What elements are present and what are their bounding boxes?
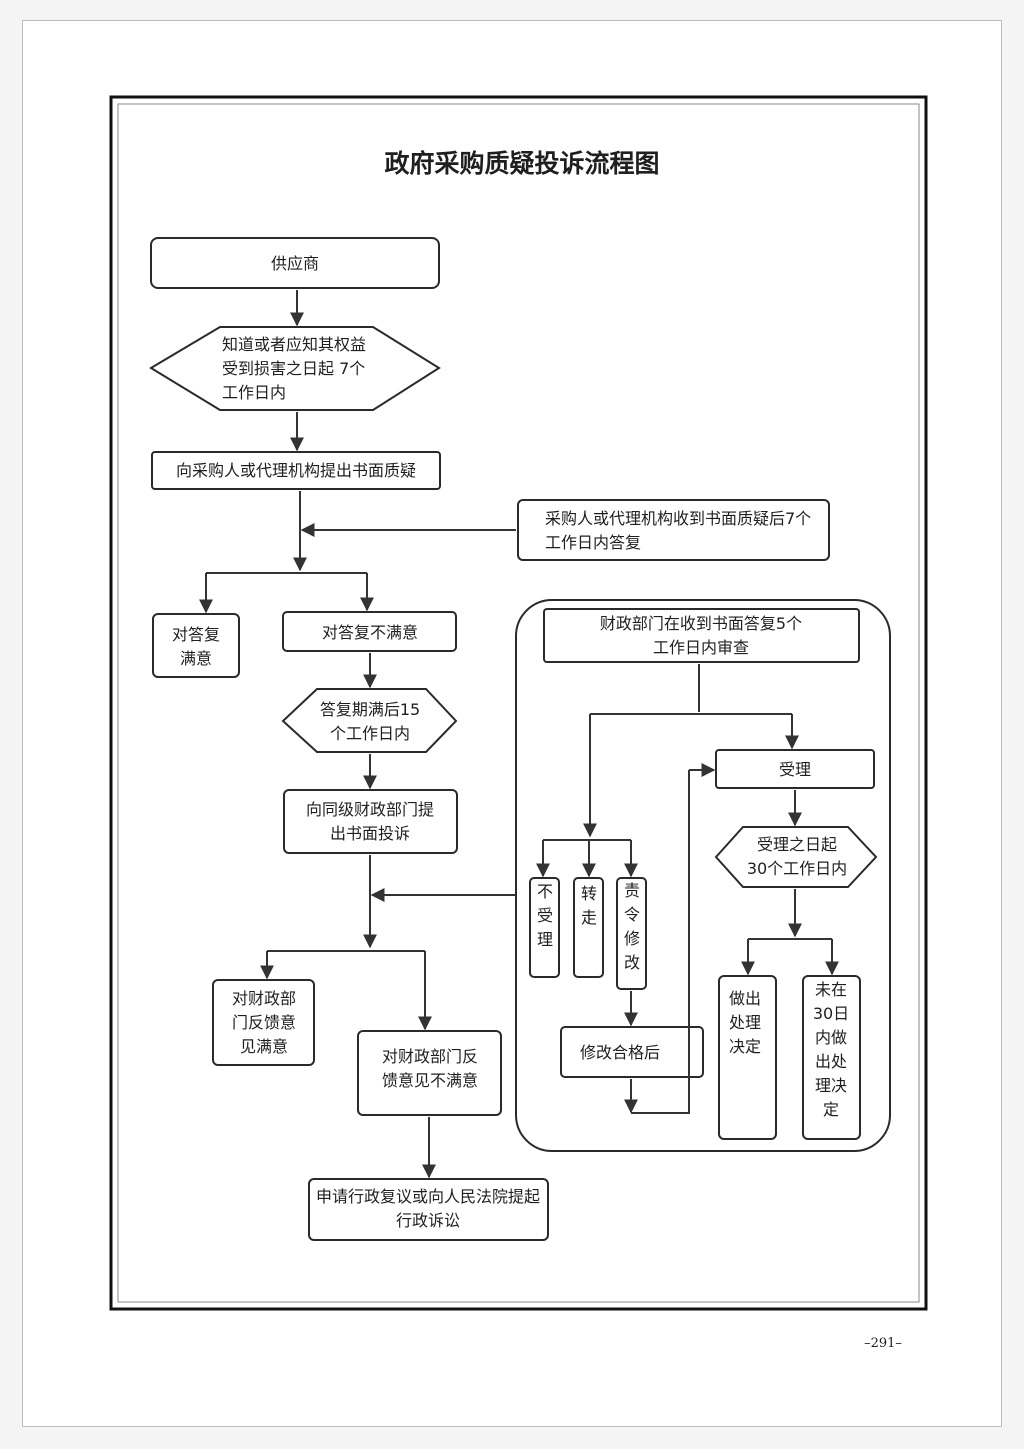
diagram-title: 政府采购质疑投诉流程图 <box>384 149 659 178</box>
node-label-line: 工作日内审查 <box>653 638 749 657</box>
node-label-line: 受理之日起 <box>757 835 837 854</box>
node-transfer: 转走 <box>573 877 604 978</box>
node-unsatisfied: 对答复不满意 <box>282 611 457 652</box>
node-label-line: 馈意见不满意 <box>382 1071 478 1090</box>
outer-frame <box>109 95 928 1311</box>
node-label-line: 受到损害之日起 7个 <box>222 359 365 378</box>
node-deadline-15-days: 答复期满后15 个工作日内 <box>281 688 458 753</box>
node-label-line: 个工作日内 <box>330 724 410 743</box>
node-label-line: 知道或者应知其权益 <box>222 335 366 354</box>
node-label-line: 改 <box>624 953 640 972</box>
inner-frame <box>117 103 920 1303</box>
node-label-line: 行政诉讼 <box>396 1211 460 1230</box>
node-label-line: 采购人或代理机构收到书面质疑后7个 <box>545 509 811 528</box>
node-label-line: 转 <box>581 884 597 903</box>
node-label-line: 供应商 <box>271 254 319 273</box>
node-label-line: 定 <box>823 1100 839 1119</box>
node-label-line: 内做 <box>815 1028 847 1047</box>
node-label-line: 申请行政复议或向人民法院提起 <box>316 1187 540 1206</box>
node-label-line: 修 <box>624 929 640 948</box>
node-label-line: 做出 <box>729 989 761 1008</box>
node-label-line: 理 <box>537 930 553 949</box>
node-accept: 受理 <box>715 749 875 789</box>
node-label-line: 令 <box>624 905 640 924</box>
node-supplier: 供应商 <box>150 237 440 289</box>
node-label-line: 答复期满后15 <box>320 700 420 719</box>
node-label-line: 对答复不满意 <box>322 623 418 642</box>
node-label-line: 见满意 <box>240 1037 288 1056</box>
node-label-line: 工作日内答复 <box>545 533 641 552</box>
node-reject: 不受理 <box>529 877 560 978</box>
node-label-line: 修改合格后 <box>580 1043 660 1062</box>
node-label-line: 30个工作日内 <box>747 859 847 878</box>
node-label-line: 满意 <box>180 649 212 668</box>
node-label-line: 责 <box>624 881 640 900</box>
node-label-line: 理决 <box>815 1076 847 1095</box>
node-label-line: 对财政部 <box>232 989 296 1008</box>
connectors <box>199 290 839 1179</box>
node-label-line: 门反馈意 <box>232 1013 296 1032</box>
node-label-line: 财政部门在收到书面答复5个 <box>600 614 802 633</box>
node-submit-query: 向采购人或代理机构提出书面质疑 <box>151 451 441 490</box>
node-label-line: 决定 <box>729 1037 761 1056</box>
node-deadline-30-days: 受理之日起 30个工作日内 <box>714 826 878 888</box>
node-label-line: 走 <box>581 908 597 927</box>
node-label-line: 未在 <box>815 980 847 999</box>
node-label-line: 处理 <box>729 1013 761 1032</box>
node-label-line: 对答复 <box>172 625 220 644</box>
node-label-line: 对财政部门反 <box>382 1047 478 1066</box>
node-label-line: 工作日内 <box>222 383 286 402</box>
node-label-line: 不 <box>537 882 553 901</box>
node-label-line: 受 <box>537 906 553 925</box>
node-label-line: 向同级财政部门提 <box>306 800 434 819</box>
node-label-line: 30日 <box>813 1004 849 1023</box>
node-label-line: 向采购人或代理机构提出书面质疑 <box>176 461 416 480</box>
node-label-line: 受理 <box>779 760 811 779</box>
page-number: –291– <box>864 1336 902 1351</box>
node-fixed: 修改合格后 <box>560 1026 704 1078</box>
node-label-line: 出书面投诉 <box>330 824 410 843</box>
node-label-line: 出处 <box>815 1052 847 1071</box>
